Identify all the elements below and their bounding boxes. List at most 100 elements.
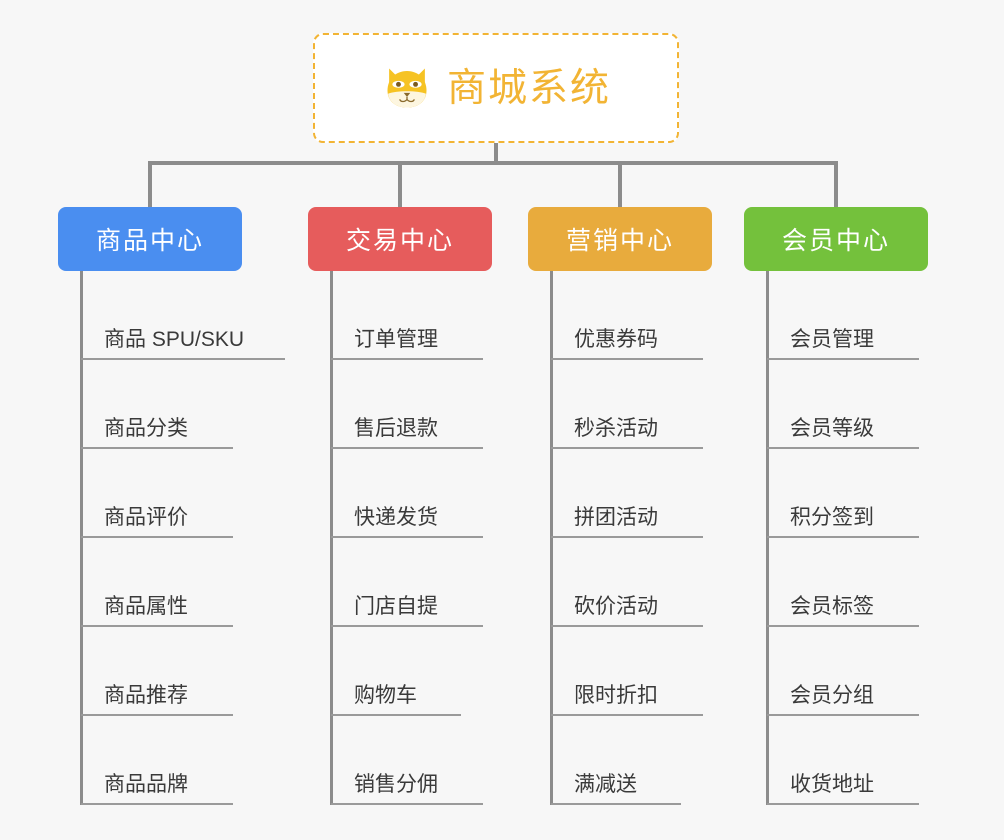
branch-trunk <box>766 271 769 805</box>
leaf-label: 快递发货 <box>354 505 438 529</box>
leaf-underline <box>331 358 483 360</box>
branch-column-marketing-center: 营销中心 优惠券码 秒杀活动 拼团活动 砍价活动 限时折扣 <box>528 207 728 805</box>
leaf-underline <box>551 625 703 627</box>
leaf-label: 商品评价 <box>104 505 188 529</box>
connector-drop-3 <box>618 161 622 207</box>
leaf-underline <box>81 803 233 805</box>
leaf-label: 商品属性 <box>104 594 188 618</box>
leaf-label: 拼团活动 <box>574 505 658 529</box>
list-item[interactable]: 售后退款 <box>330 360 508 449</box>
branch-header-trade-center[interactable]: 交易中心 <box>308 207 492 271</box>
leaf-underline <box>331 625 483 627</box>
leaf-label: 商品 SPU/SKU <box>104 327 245 351</box>
leaf-underline <box>767 358 919 360</box>
list-item[interactable]: 收货地址 <box>766 716 944 805</box>
leaf-label: 秒杀活动 <box>574 416 658 440</box>
list-item[interactable]: 优惠券码 <box>550 271 728 360</box>
leaf-label: 积分签到 <box>790 505 874 529</box>
connector-horizontal-bus <box>148 161 838 165</box>
list-item[interactable]: 限时折扣 <box>550 627 728 716</box>
list-item[interactable]: 商品品牌 <box>80 716 258 805</box>
root-node-content: 商城系统 <box>381 62 611 114</box>
branch-header-label: 交易中心 <box>345 227 454 255</box>
list-item[interactable]: 快递发货 <box>330 449 508 538</box>
list-item[interactable]: 购物车 <box>330 627 508 716</box>
leaf-label: 商品推荐 <box>104 683 188 707</box>
branch-header-label: 营销中心 <box>565 227 674 255</box>
list-item[interactable]: 拼团活动 <box>550 449 728 538</box>
list-item[interactable]: 满减送 <box>550 716 728 805</box>
branch-trunk <box>80 271 83 805</box>
leaf-underline <box>551 447 703 449</box>
branch-items-trade-center: 订单管理 售后退款 快递发货 门店自提 购物车 销售分佣 <box>308 271 508 805</box>
connector-drop-4 <box>834 161 838 207</box>
branch-items-member-center: 会员管理 会员等级 积分签到 会员标签 会员分组 收货地址 <box>744 271 944 805</box>
leaf-label: 门店自提 <box>354 594 438 618</box>
branch-items-marketing-center: 优惠券码 秒杀活动 拼团活动 砍价活动 限时折扣 满减送 <box>528 271 728 805</box>
leaf-label: 优惠券码 <box>574 327 658 351</box>
leaf-label: 商品品牌 <box>104 772 188 796</box>
connector-drop-1 <box>148 161 152 207</box>
leaf-label: 商品分类 <box>104 416 188 440</box>
root-title: 商城系统 <box>446 66 611 110</box>
leaf-underline <box>551 536 703 538</box>
list-item[interactable]: 商品推荐 <box>80 627 258 716</box>
leaf-label: 满减送 <box>574 772 637 796</box>
branch-column-trade-center: 交易中心 订单管理 售后退款 快递发货 门店自提 购物车 <box>308 207 508 805</box>
leaf-label: 销售分佣 <box>354 772 438 796</box>
branch-column-product-center: 商品中心 商品 SPU/SKU 商品分类 商品评价 商品属性 商品推荐 <box>58 207 285 805</box>
leaf-label: 售后退款 <box>354 416 438 440</box>
list-item[interactable]: 秒杀活动 <box>550 360 728 449</box>
list-item[interactable]: 订单管理 <box>330 271 508 360</box>
branch-column-member-center: 会员中心 会员管理 会员等级 积分签到 会员标签 会员分组 <box>744 207 944 805</box>
leaf-label: 会员分组 <box>790 683 874 707</box>
list-item[interactable]: 会员管理 <box>766 271 944 360</box>
leaf-label: 购物车 <box>354 683 417 707</box>
leaf-underline <box>81 536 233 538</box>
leaf-underline <box>81 714 233 716</box>
leaf-underline <box>767 625 919 627</box>
leaf-underline <box>767 536 919 538</box>
list-item[interactable]: 会员等级 <box>766 360 944 449</box>
list-item[interactable]: 商品属性 <box>80 538 258 627</box>
list-item[interactable]: 商品 SPU/SKU <box>80 271 285 360</box>
branch-trunk <box>550 271 553 805</box>
leaf-label: 收货地址 <box>790 772 874 796</box>
leaf-underline <box>81 447 233 449</box>
branch-header-label: 会员中心 <box>781 227 890 255</box>
branch-header-member-center[interactable]: 会员中心 <box>744 207 928 271</box>
list-item[interactable]: 积分签到 <box>766 449 944 538</box>
leaf-underline <box>767 714 919 716</box>
branch-items-product-center: 商品 SPU/SKU 商品分类 商品评价 商品属性 商品推荐 商品品牌 <box>58 271 285 805</box>
leaf-underline <box>331 536 483 538</box>
leaf-underline <box>551 803 681 805</box>
list-item[interactable]: 销售分佣 <box>330 716 508 805</box>
leaf-underline <box>331 803 483 805</box>
leaf-underline <box>767 803 919 805</box>
list-item[interactable]: 会员标签 <box>766 538 944 627</box>
branch-header-marketing-center[interactable]: 营销中心 <box>528 207 712 271</box>
leaf-label: 会员标签 <box>790 594 874 618</box>
leaf-underline <box>81 358 285 360</box>
list-item[interactable]: 商品分类 <box>80 360 258 449</box>
leaf-underline <box>331 447 483 449</box>
list-item[interactable]: 会员分组 <box>766 627 944 716</box>
leaf-underline <box>551 358 703 360</box>
list-item[interactable]: 门店自提 <box>330 538 508 627</box>
branch-trunk <box>330 271 333 805</box>
shiba-dog-face-icon <box>387 68 427 108</box>
root-node-shopping-mall-system[interactable]: 商城系统 <box>313 33 679 143</box>
list-item[interactable]: 砍价活动 <box>550 538 728 627</box>
branch-header-product-center[interactable]: 商品中心 <box>58 207 242 271</box>
leaf-label: 会员等级 <box>790 416 874 440</box>
connector-drop-2 <box>398 161 402 207</box>
leaf-underline <box>551 714 703 716</box>
leaf-label: 订单管理 <box>354 327 438 351</box>
leaf-label: 砍价活动 <box>574 594 658 618</box>
connector-root-stem <box>494 143 498 165</box>
leaf-label: 会员管理 <box>790 327 874 351</box>
list-item[interactable]: 商品评价 <box>80 449 258 538</box>
branch-header-label: 商品中心 <box>95 227 204 255</box>
leaf-underline <box>331 714 461 716</box>
